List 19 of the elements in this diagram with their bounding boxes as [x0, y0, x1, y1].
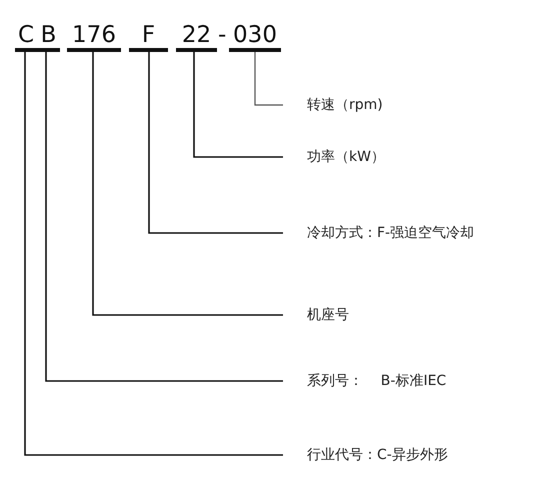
- leader-line: [92, 52, 283, 316]
- description-text: 转速（rpm): [307, 96, 383, 114]
- code-segment: B: [37, 22, 60, 52]
- leader-line: [254, 52, 283, 106]
- description-text: 系列号： B-标准IEC: [307, 372, 446, 390]
- code-segment: 22: [176, 22, 217, 52]
- code-segment: 176: [67, 22, 121, 52]
- description-text: 机座号: [307, 306, 349, 324]
- code-segment: C: [15, 22, 37, 52]
- leader-line: [45, 52, 283, 382]
- leader-line: [193, 52, 283, 158]
- separator-text: -: [218, 22, 226, 48]
- code-segment: F: [129, 22, 168, 52]
- code-segment: 030: [229, 22, 281, 52]
- leader-line: [24, 52, 283, 456]
- description-text: 行业代号：C-异步外形: [307, 446, 448, 464]
- description-text: 功率（kW）: [307, 148, 385, 166]
- leader-line: [148, 52, 283, 234]
- description-text: 冷却方式：F-强迫空气冷却: [307, 224, 474, 242]
